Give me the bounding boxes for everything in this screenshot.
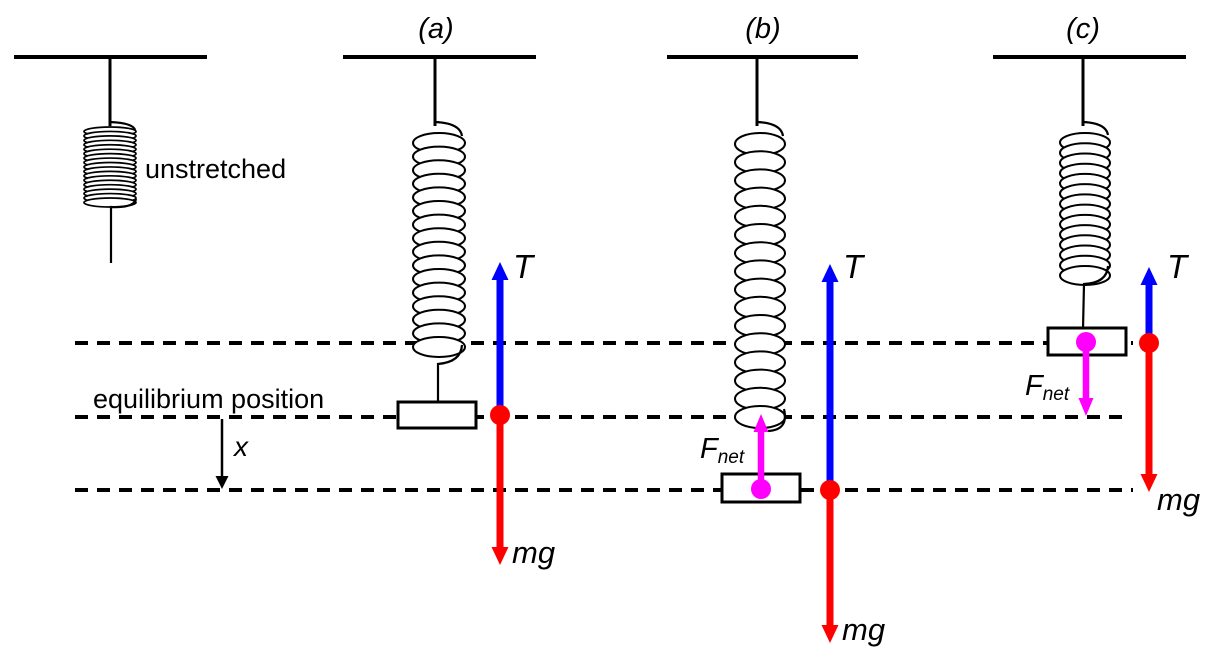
force-arrows-b (751, 264, 840, 643)
panel-label-a: (a) (418, 13, 453, 45)
particle-dot-b (751, 479, 771, 499)
net-force-label-c: Fnet (1025, 370, 1070, 405)
displacement-label: x (232, 431, 249, 462)
tension-label-b: T (843, 248, 866, 285)
spring-c-coils (1059, 132, 1111, 286)
net-force-label-b: Fnet (700, 433, 745, 468)
panel-label-b: (b) (745, 13, 780, 45)
particle-dot-c (1076, 332, 1096, 352)
spring-b-coils (734, 132, 786, 429)
unstretched-label: unstretched (145, 154, 286, 184)
weight-label-b: mg (842, 612, 885, 647)
spring-reference-hook-bottom (109, 198, 138, 263)
particle-dot-a (490, 405, 510, 425)
panel-label-c: (c) (1066, 13, 1100, 45)
weight-label-a: mg (512, 535, 555, 570)
force-origin-dot-c (1139, 333, 1159, 353)
tension-label-c: T (1167, 248, 1190, 285)
spring-a (412, 120, 466, 403)
spring-a-hook-bottom (436, 344, 464, 403)
supports (14, 55, 1186, 126)
net-force-arrowhead-c (1078, 398, 1094, 416)
tension-arrowhead-a (491, 262, 509, 280)
equilibrium-position-label: equilibrium position (93, 384, 324, 414)
displacement-arrow (215, 419, 229, 489)
spring-coil (1059, 265, 1111, 286)
spring-reference-hook-top (109, 120, 137, 131)
spring-b (734, 120, 786, 433)
spring-c (1059, 120, 1111, 330)
spring-c-hook-top (1082, 120, 1110, 136)
spring-reference-coils (83, 126, 137, 208)
spring-a-hook-top (434, 120, 464, 137)
spring-coil (412, 336, 466, 358)
force-origin-dot-b (820, 480, 840, 500)
tension-label-a: T (513, 248, 536, 285)
force-arrows-a (490, 262, 510, 565)
tension-arrowhead-c (1140, 267, 1158, 285)
net-force-arrowhead-b (753, 414, 769, 432)
net-force-label-b-main: F (700, 433, 720, 465)
spring-reference (83, 120, 138, 263)
weight-label-c: mg (1157, 482, 1200, 517)
mass-block-a (396, 400, 478, 430)
tension-arrowhead-b (821, 264, 839, 282)
net-force-label-b-sub: net (718, 447, 745, 468)
spring-b-hook-bottom (767, 408, 786, 433)
net-force-label-c-main: F (1025, 370, 1045, 402)
weight-arrowhead-b (821, 625, 839, 643)
net-force-label-c-sub: net (1043, 384, 1070, 405)
force-arrows-c (1076, 267, 1159, 492)
displacement-arrowhead (215, 476, 229, 489)
spring-b-hook-top (756, 120, 785, 137)
spring-a-coils (412, 132, 466, 358)
spring-c-hook-bottom (1081, 265, 1110, 330)
reference-lines (75, 341, 1133, 492)
labels: (a) (b) (c) unstretched equilibrium posi… (93, 13, 1200, 647)
weight-arrowhead-a (491, 547, 509, 565)
weight-arrowhead-c (1140, 474, 1158, 492)
